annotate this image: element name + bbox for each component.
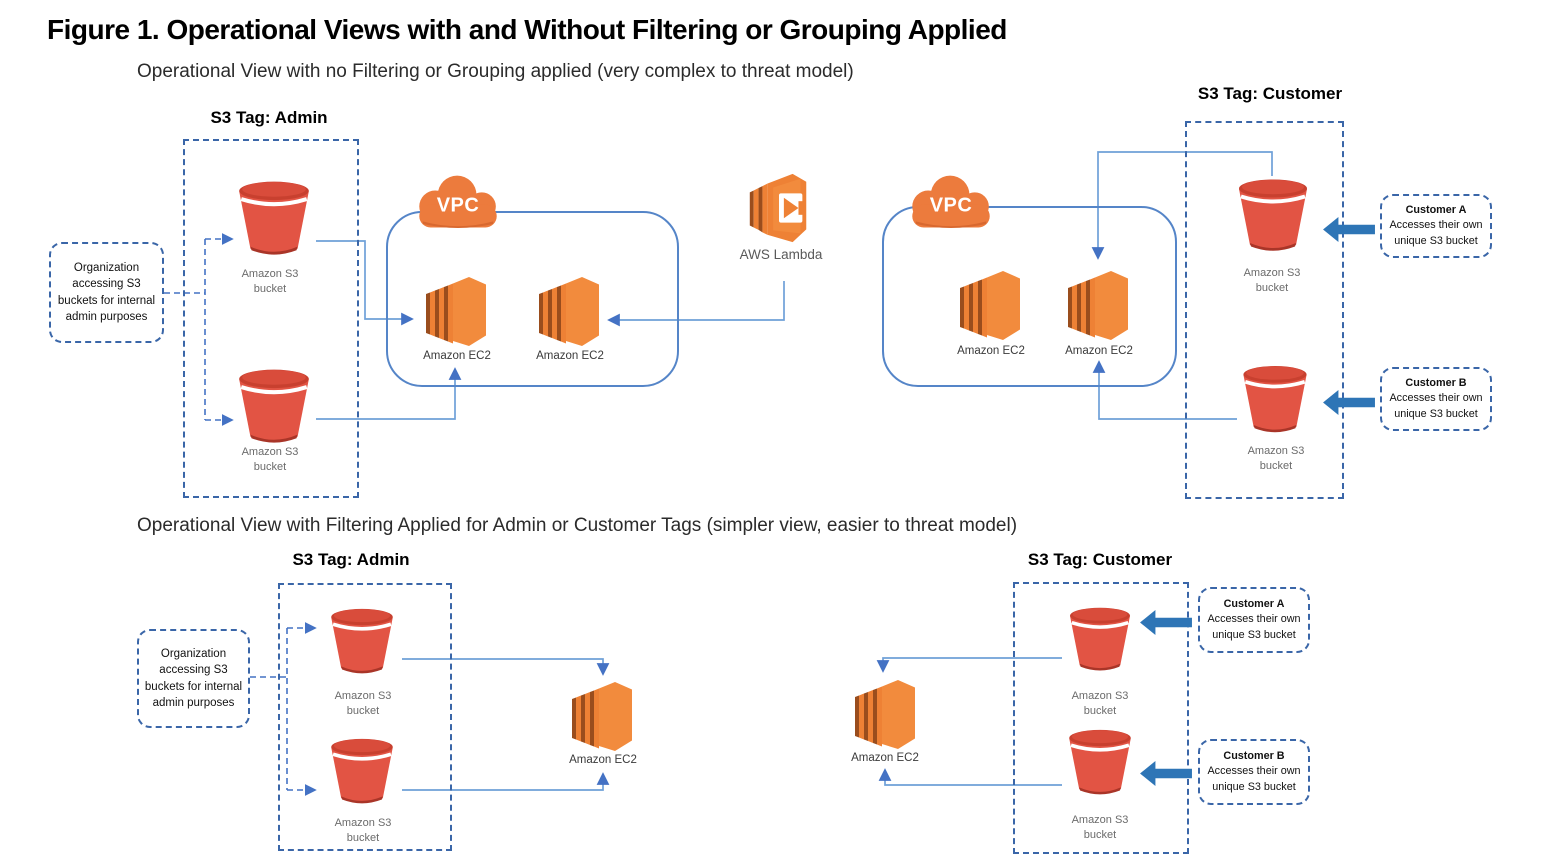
vpc-boundary [882, 206, 1177, 387]
top-customer-tag-label: S3 Tag: Customer [1197, 84, 1343, 103]
vpc-cloud-label: VPC [929, 194, 973, 217]
s3-bucket-caption: Amazon S3 bucket [1071, 814, 1129, 841]
s3-bucket-caption: Amazon S3 bucket [241, 446, 299, 473]
s3-bucket-icon [1239, 360, 1311, 438]
ec2-caption: Amazon EC2 [423, 350, 491, 362]
bottom-org-note: Organization accessing S3 buckets for in… [137, 629, 250, 728]
bottom-view-subtitle: Operational View with Filtering Applied … [137, 515, 1018, 536]
customer-b-body: Accesses their own unique S3 bucket [1389, 392, 1483, 420]
lambda-icon [749, 171, 809, 245]
access-arrow-icon [1140, 761, 1192, 786]
figure-title: Figure 1. Operational Views with and Wit… [47, 14, 1007, 45]
bottom-customer-a-note: Customer A Accesses their own unique S3 … [1198, 587, 1310, 653]
vpc-cloud-icon: VPC [907, 169, 995, 235]
vpc-cloud-icon: VPC [414, 169, 502, 235]
top-customer-b-note: Customer B Accesses their own unique S3 … [1380, 367, 1492, 431]
access-arrow-icon [1322, 217, 1376, 242]
ec2-caption: Amazon EC2 [851, 752, 919, 764]
ec2-caption: Amazon EC2 [957, 345, 1025, 357]
s3-bucket-caption: Amazon S3 bucket [1243, 267, 1301, 294]
customer-a-title: Customer A [1223, 598, 1285, 611]
ec2-icon [854, 677, 918, 751]
access-arrow-icon [1322, 390, 1376, 415]
access-arrow-icon [1140, 610, 1192, 635]
top-org-note-text: Organization accessing S3 buckets for in… [57, 262, 156, 323]
top-admin-tag-group [183, 139, 359, 498]
ec2-icon [1068, 268, 1130, 342]
s3-bucket-icon [322, 733, 402, 809]
vpc-cloud-label: VPC [436, 194, 480, 217]
bottom-org-note-text: Organization accessing S3 buckets for in… [144, 648, 243, 709]
vpc-boundary [386, 211, 679, 387]
ec2-caption: Amazon EC2 [536, 350, 604, 362]
ec2-icon [572, 679, 634, 753]
ec2-caption: Amazon EC2 [1065, 345, 1133, 357]
s3-bucket-caption: Amazon S3 bucket [1247, 445, 1305, 472]
top-org-note: Organization accessing S3 buckets for in… [49, 242, 164, 343]
top-customer-tag-group [1185, 121, 1344, 499]
customer-b-title: Customer B [1223, 750, 1285, 763]
top-admin-tag-label: S3 Tag: Admin [210, 108, 328, 127]
customer-a-title: Customer A [1405, 204, 1467, 217]
ec2-icon [426, 274, 488, 348]
bottom-customer-tag-label: S3 Tag: Customer [1027, 550, 1173, 569]
s3-bucket-caption: Amazon S3 bucket [241, 268, 299, 295]
s3-bucket-caption: Amazon S3 bucket [1071, 690, 1129, 717]
ec2-icon [539, 274, 601, 348]
customer-a-body: Accesses their own unique S3 bucket [1207, 613, 1301, 641]
bottom-customer-tag-group [1013, 582, 1189, 854]
lambda-caption: AWS Lambda [739, 247, 823, 262]
s3-bucket-caption: Amazon S3 bucket [334, 690, 392, 717]
s3-bucket-caption: Amazon S3 bucket [334, 817, 392, 844]
bottom-admin-tag-label: S3 Tag: Admin [292, 550, 410, 569]
s3-bucket-icon [1062, 724, 1138, 800]
s3-bucket-icon [322, 603, 402, 679]
s3-bucket-icon [234, 175, 314, 261]
customer-a-body: Accesses their own unique S3 bucket [1389, 219, 1483, 247]
s3-bucket-icon [1062, 602, 1138, 676]
top-customer-a-note: Customer A Accesses their own unique S3 … [1380, 194, 1492, 258]
ec2-caption: Amazon EC2 [569, 754, 637, 766]
customer-b-body: Accesses their own unique S3 bucket [1207, 765, 1301, 793]
s3-bucket-icon [234, 363, 314, 449]
customer-b-title: Customer B [1405, 377, 1467, 390]
s3-bucket-icon [1235, 173, 1311, 257]
ec2-icon [960, 268, 1022, 342]
bottom-customer-b-note: Customer B Accesses their own unique S3 … [1198, 739, 1310, 805]
bottom-admin-tag-group [278, 583, 452, 851]
top-view-subtitle: Operational View with no Filtering or Gr… [137, 61, 854, 82]
